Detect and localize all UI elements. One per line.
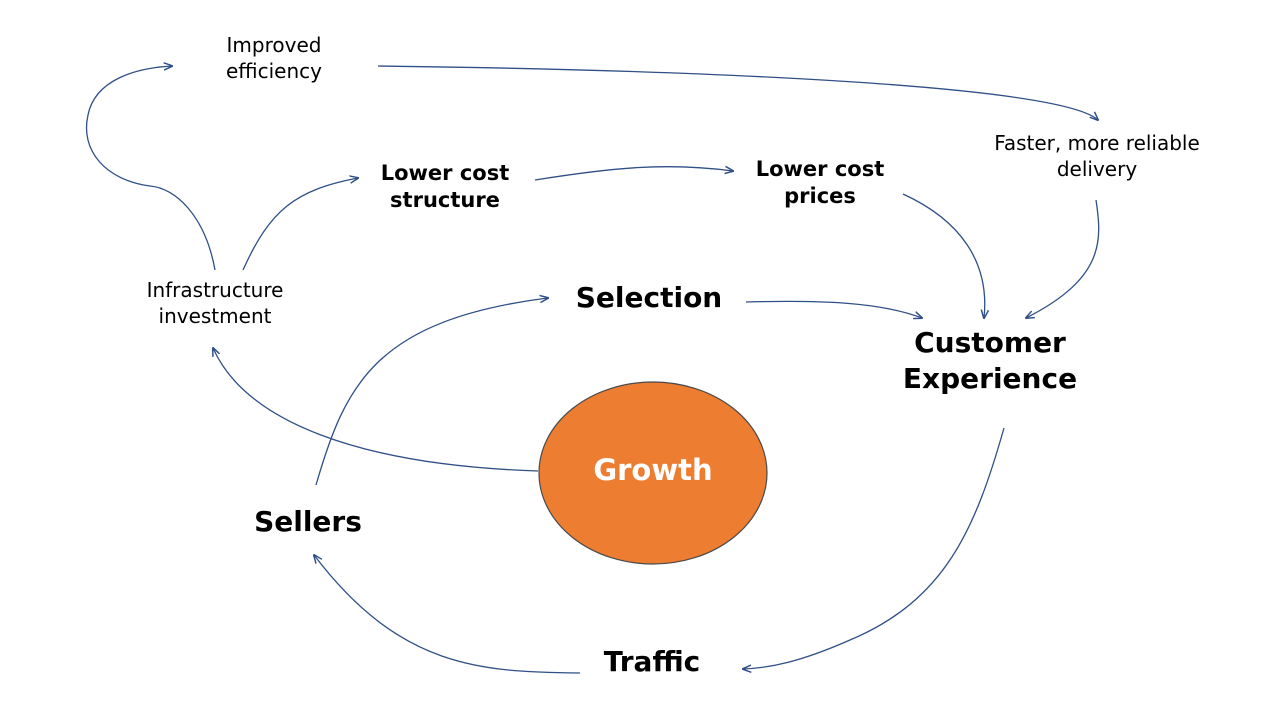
node-selection: Selection — [575, 281, 723, 314]
node-infrastructure-investment: Infrastructure investment — [146, 278, 284, 328]
arrow-traffic-to-sellers — [314, 555, 581, 674]
arrow-efficiency-to-delivery — [377, 65, 1098, 120]
node-lower-cost-prices: Lower cost prices — [755, 157, 885, 209]
arrow-infrastructure-to-cost-structure — [242, 178, 358, 271]
node-sellers: Sellers — [254, 505, 362, 538]
node-growth: Growth — [593, 453, 713, 487]
arrow-infrastructure-to-efficiency — [85, 66, 216, 271]
node-improved-efficiency: Improved efficiency — [225, 33, 322, 83]
node-lower-cost-structure: Lower cost structure — [380, 161, 510, 213]
arrow-prices-to-customer-experience — [902, 193, 985, 318]
growth-circle — [538, 381, 768, 565]
arrow-delivery-to-customer-experience — [1026, 199, 1100, 318]
arrow-growth-to-infrastructure — [213, 348, 539, 472]
arrow-customer-experience-to-traffic — [743, 427, 1005, 669]
arrow-selection-to-customer-experience — [745, 300, 922, 318]
node-traffic: Traffic — [603, 645, 701, 678]
node-customer-experience: Customer Experience — [902, 326, 1078, 396]
arrow-sellers-to-selection — [315, 298, 548, 486]
arrow-cost-structure-to-prices — [534, 167, 733, 181]
node-faster-delivery: Faster, more reliable delivery — [994, 131, 1200, 181]
